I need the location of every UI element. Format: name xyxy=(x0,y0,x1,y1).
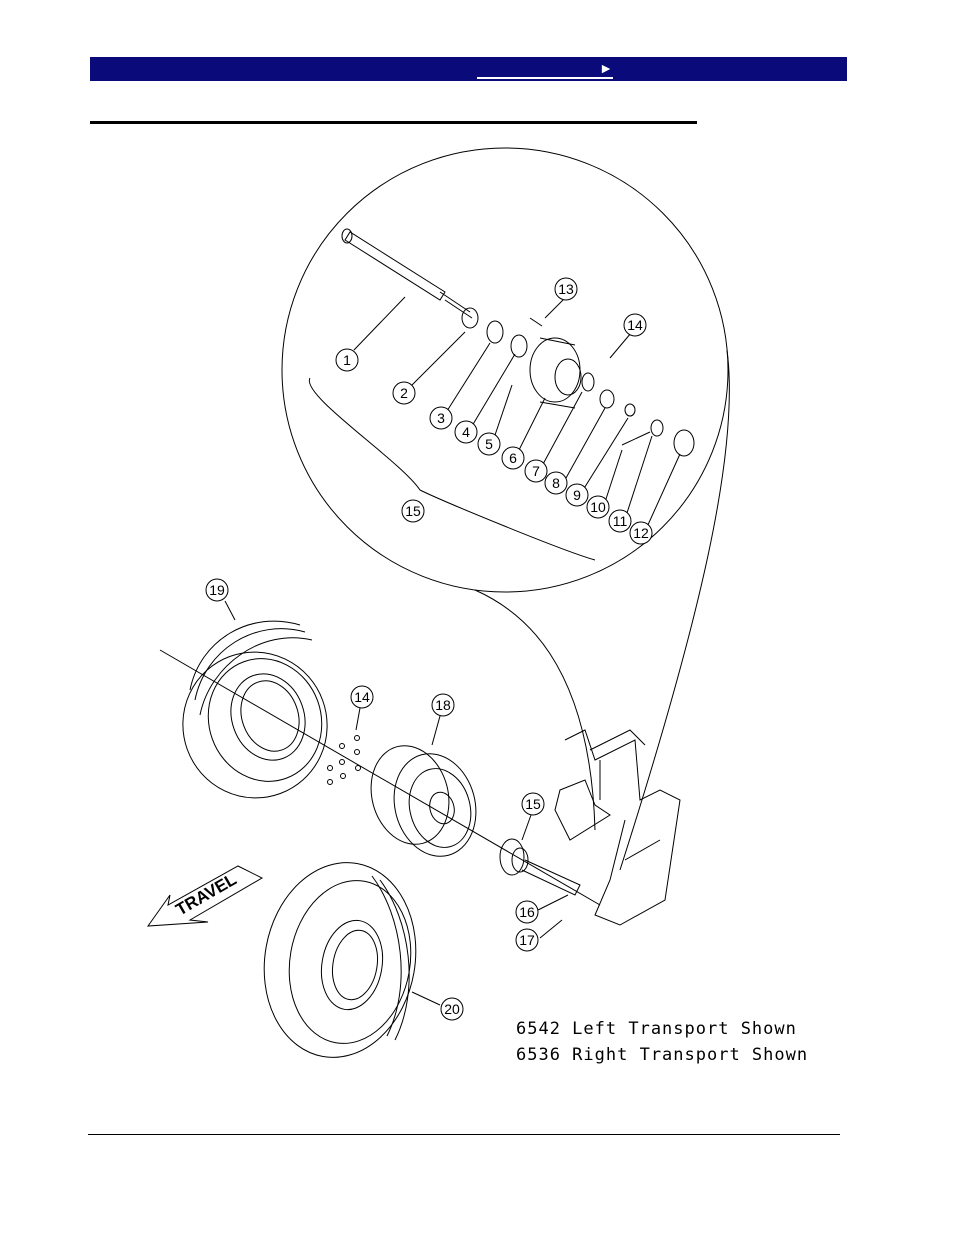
svg-text:3: 3 xyxy=(437,410,445,426)
wheel-rim xyxy=(370,745,477,857)
callout-17: 17 xyxy=(515,928,539,952)
svg-text:16: 16 xyxy=(519,904,535,920)
svg-text:6: 6 xyxy=(509,450,517,466)
cotter-pin xyxy=(621,431,651,446)
callout-16: 16 xyxy=(515,900,539,924)
callout-15-main: 15 xyxy=(521,792,545,816)
callout-11: 11 xyxy=(608,509,632,533)
svg-text:5: 5 xyxy=(485,436,493,452)
hub-assembly xyxy=(499,838,581,896)
svg-text:19: 19 xyxy=(209,582,225,598)
washer xyxy=(624,403,636,417)
svg-text:1: 1 xyxy=(343,352,351,368)
svg-text:8: 8 xyxy=(552,475,560,491)
svg-text:20: 20 xyxy=(444,1001,460,1017)
callout-6: 6 xyxy=(501,446,525,470)
callout-13: 13 xyxy=(554,277,578,301)
svg-text:10: 10 xyxy=(590,499,606,515)
inner-bearing xyxy=(486,320,504,344)
detail-leader-line xyxy=(474,589,596,831)
next-page-link[interactable]: ► xyxy=(477,59,613,79)
svg-text:18: 18 xyxy=(435,697,451,713)
callout-4: 4 xyxy=(454,420,478,444)
note-line-2: 6536 Right Transport Shown xyxy=(516,1045,808,1065)
callout-8: 8 xyxy=(544,471,568,495)
svg-text:11: 11 xyxy=(613,513,628,529)
grease-seal xyxy=(461,307,479,329)
castle-nut xyxy=(650,419,664,437)
callout-14-detail: 14 xyxy=(623,313,647,337)
travel-arrow xyxy=(146,865,264,927)
callout-10: 10 xyxy=(586,495,610,519)
axle-centerline xyxy=(159,649,601,906)
tire-upper xyxy=(182,620,328,799)
svg-text:9: 9 xyxy=(573,487,581,503)
callout-7: 7 xyxy=(524,459,548,483)
callout-3: 3 xyxy=(429,406,453,430)
detail-view-circle xyxy=(281,147,729,593)
callouts: 1 2 3 4 5 6 7 8 9 10 11 12 13 14 15 19 1… xyxy=(205,277,653,1021)
callout-9: 9 xyxy=(565,483,589,507)
footer-rule xyxy=(88,1134,840,1135)
wheel-bolt xyxy=(529,317,543,327)
inner-bearing-cup xyxy=(510,334,528,358)
svg-text:2: 2 xyxy=(400,385,408,401)
outer-bearing xyxy=(599,389,615,409)
callout-19: 19 xyxy=(205,578,229,602)
callout-20: 20 xyxy=(440,997,464,1021)
callout-14-main: 14 xyxy=(350,685,374,709)
callout-5: 5 xyxy=(477,432,501,456)
travel-label: TRAVEL xyxy=(173,870,240,920)
svg-text:12: 12 xyxy=(633,525,649,541)
spindle xyxy=(341,228,473,319)
lug-nuts xyxy=(327,735,361,785)
detail-leader-line xyxy=(619,349,730,871)
svg-text:4: 4 xyxy=(462,424,470,440)
tire-lower xyxy=(263,862,417,1058)
svg-text:14: 14 xyxy=(627,317,643,333)
title-rule xyxy=(90,121,697,124)
assembly-brace xyxy=(308,377,596,561)
svg-text:15: 15 xyxy=(525,796,541,812)
hub xyxy=(529,337,582,409)
dust-cap xyxy=(673,429,695,457)
callout-15-detail: 15 xyxy=(401,499,425,523)
note-line-1: 6542 Left Transport Shown xyxy=(516,1019,797,1039)
svg-text:7: 7 xyxy=(532,463,540,479)
callout-12: 12 xyxy=(629,521,653,545)
outer-bearing-cup xyxy=(581,372,595,392)
callout-1: 1 xyxy=(335,348,359,372)
callout-2: 2 xyxy=(392,381,416,405)
svg-text:13: 13 xyxy=(558,281,574,297)
svg-text:15: 15 xyxy=(405,503,421,519)
svg-text:17: 17 xyxy=(519,932,535,948)
callout-18: 18 xyxy=(431,693,455,717)
frame-arrow xyxy=(554,779,611,841)
transport-frame xyxy=(564,729,681,926)
header-bar: ► xyxy=(90,57,847,81)
svg-text:14: 14 xyxy=(354,689,370,705)
